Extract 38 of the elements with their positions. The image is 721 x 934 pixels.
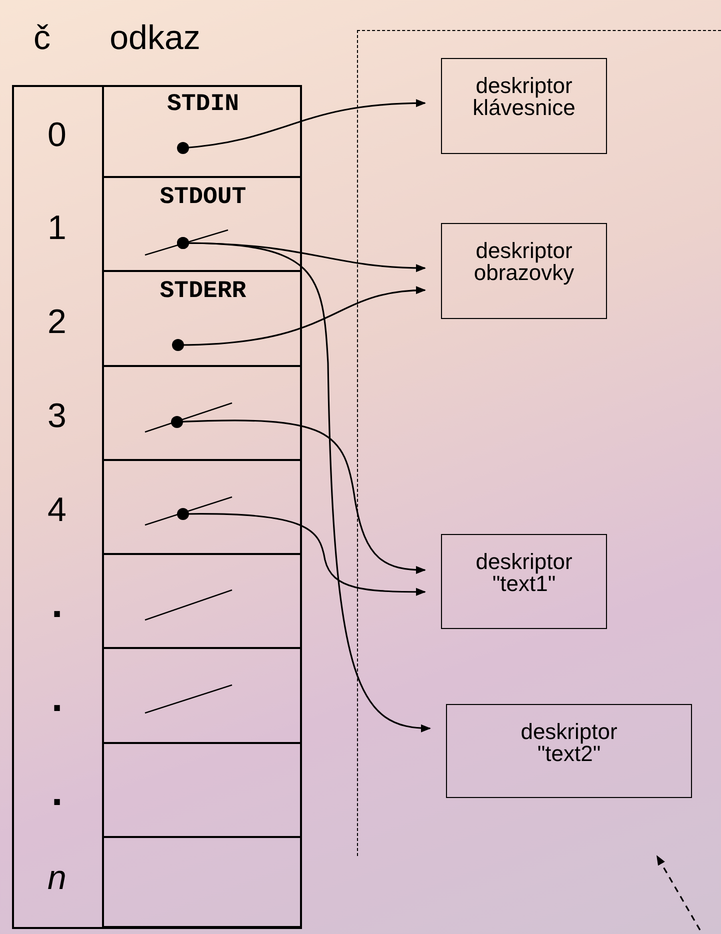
- descriptor-box: [446, 704, 692, 798]
- row-number: 1: [46, 208, 68, 248]
- arrow: [177, 99, 426, 154]
- row-number: .: [50, 772, 64, 812]
- column-header: č: [32, 18, 52, 58]
- row-number: 4: [46, 490, 68, 530]
- row-number: .: [50, 678, 64, 718]
- table-cell: [102, 461, 302, 555]
- descriptor-box: [441, 58, 607, 154]
- row-number: 0: [46, 115, 68, 155]
- row-number: .: [50, 584, 64, 624]
- descriptor-box: [441, 534, 607, 629]
- table-cell: [102, 744, 302, 838]
- table-cell: [102, 838, 302, 928]
- row-number: 3: [46, 396, 68, 436]
- stream-name: STDIN: [166, 91, 239, 118]
- descriptor-text: deskriptor obrazovky: [472, 240, 576, 284]
- stream-name: STDERR: [160, 278, 246, 305]
- arrow: [656, 855, 701, 930]
- descriptor-text: deskriptor klávesnice: [472, 75, 576, 119]
- descriptor-box: [441, 223, 607, 319]
- table-cell: [102, 367, 302, 461]
- descriptor-text: deskriptor "text2": [520, 721, 618, 765]
- arrow: [177, 508, 426, 596]
- arrow: [177, 237, 431, 732]
- column-header: odkaz: [108, 18, 202, 58]
- stream-name: STDOUT: [160, 184, 246, 211]
- arrow: [171, 416, 426, 574]
- descriptor-text: deskriptor "text1": [474, 551, 574, 595]
- table-cell: [102, 649, 302, 744]
- table-cell: [102, 555, 302, 649]
- row-number: 2: [46, 302, 68, 342]
- table-cell: [102, 272, 302, 367]
- table-cell: [102, 85, 302, 178]
- table-cell: [102, 178, 302, 272]
- dashed-region: [357, 30, 721, 856]
- arrow: [172, 286, 426, 351]
- row-number: n: [46, 858, 68, 898]
